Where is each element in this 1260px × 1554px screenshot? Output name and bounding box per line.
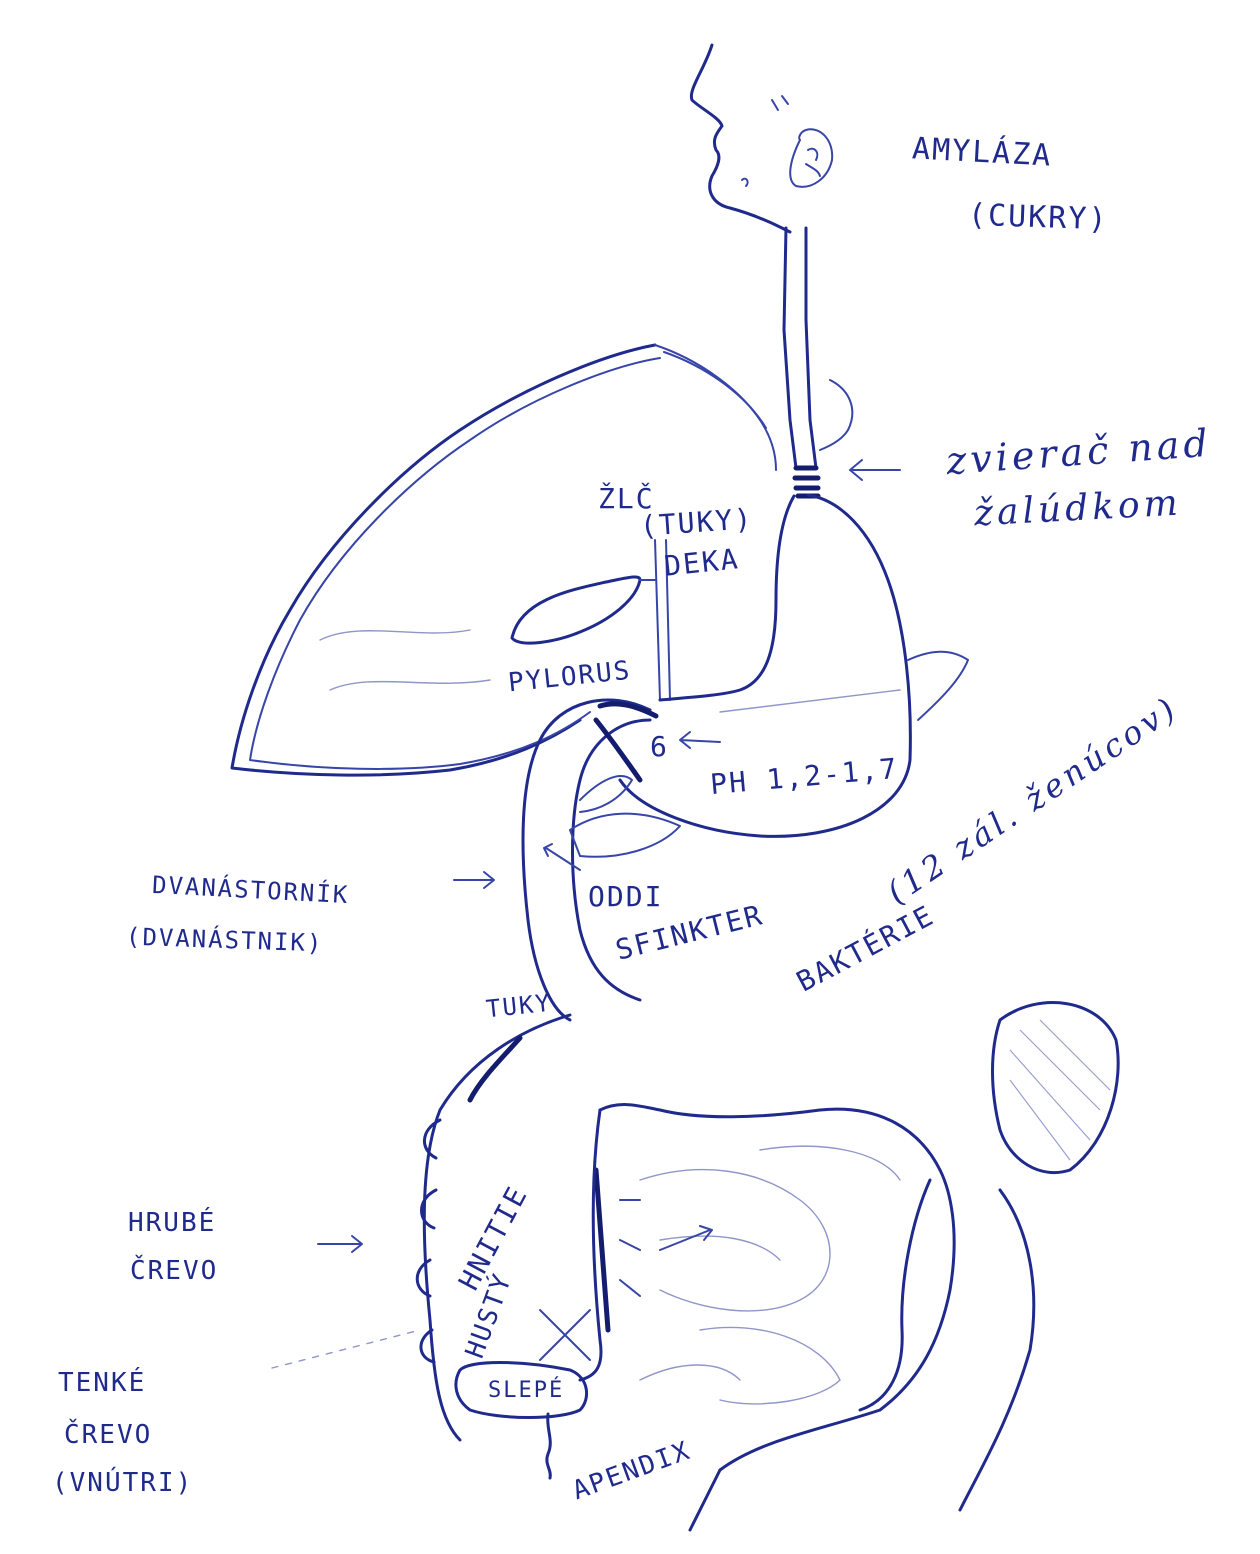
label-tenke-line1: TENKÉ	[58, 1368, 146, 1398]
pancreas	[570, 776, 680, 857]
label-cukry: (CUKRY)	[967, 198, 1109, 238]
ear-salivary-gland	[790, 129, 832, 186]
arrow-oddi	[544, 844, 580, 870]
head-profile	[691, 45, 790, 232]
duodenum	[523, 700, 656, 1020]
label-tenke-line3: (VNÚTRI)	[52, 1468, 193, 1498]
label-amylaza: AMYLÁZA	[911, 131, 1053, 173]
label-oddi: ODDI	[588, 880, 663, 913]
gallbladder	[512, 577, 640, 643]
arrow-inner	[620, 1200, 712, 1296]
label-tenke-line2: ČREVO	[64, 1420, 152, 1450]
label-hrube-line2: ČREVO	[130, 1256, 218, 1286]
arrow-dvanastornik	[454, 872, 494, 888]
label-slepe: SLEPÉ	[488, 1378, 564, 1403]
pointer-tenke	[272, 1330, 420, 1368]
esophagus	[784, 228, 818, 496]
appendix	[547, 1414, 550, 1478]
arrow-zvierac	[850, 460, 900, 480]
arrow-hrube	[318, 1236, 362, 1252]
spleen	[993, 1003, 1119, 1173]
small-intestine	[640, 1146, 900, 1404]
arrow-ph	[680, 732, 720, 748]
label-six: 6	[650, 730, 669, 763]
label-hrube-line1: HRUBÉ	[128, 1208, 216, 1238]
large-intestine	[417, 1015, 1034, 1530]
